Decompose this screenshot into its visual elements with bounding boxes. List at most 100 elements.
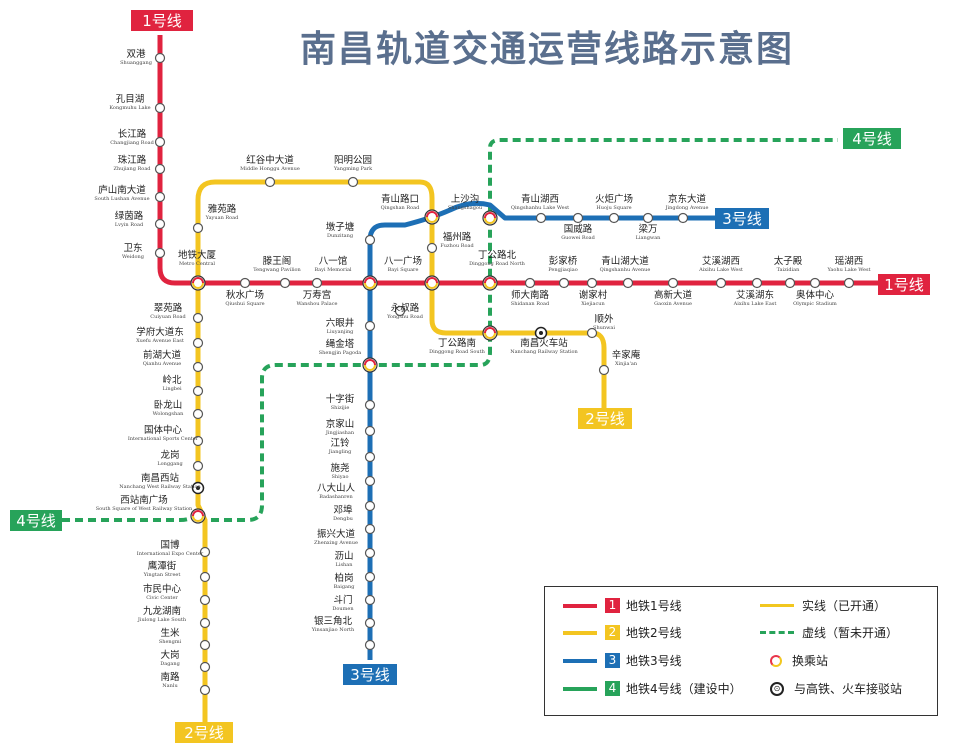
station-dot-icon — [558, 277, 570, 289]
station-dot-icon — [586, 327, 598, 339]
station-dot-icon — [264, 176, 276, 188]
railway-icon: ⊙ — [770, 681, 784, 696]
legend-line4-swatch — [563, 686, 597, 691]
legend-row-line3: 3 地铁3号线 — [563, 652, 682, 669]
line-label-text: 3号线 — [722, 210, 762, 228]
station-name-en: Wanshou Palace — [297, 301, 338, 307]
legend-line3-swatch — [563, 658, 597, 663]
transfer-arc-icon — [484, 277, 496, 284]
station-name-en: Liuyanjing — [327, 329, 355, 335]
legend-dashed-swatch — [760, 631, 794, 634]
station-name-en: Shiyao — [331, 474, 348, 480]
station-dot-icon — [279, 277, 291, 289]
transfer-arc-icon — [484, 332, 496, 339]
station-dot-icon — [364, 234, 376, 246]
station-name: 青山湖西 — [521, 193, 559, 205]
station-name-en: Xuefu Avenue East — [136, 338, 184, 344]
station-name: 银三角北 — [314, 615, 353, 627]
station-dot-icon — [572, 212, 584, 224]
station-name-en: Lishan — [336, 562, 354, 568]
transfer-arc-icon — [426, 211, 438, 218]
station-name: 西站南广场 — [120, 494, 168, 506]
line-label-text: 1号线 — [142, 12, 182, 30]
station-name-en: Cuiyuan Road — [150, 314, 186, 320]
station-name-en: Doumen — [332, 606, 354, 612]
station-name: 学府大道东 — [136, 326, 184, 338]
station-name-en: Yongshu Road — [386, 314, 424, 320]
station-name-en: Nanlu — [162, 683, 178, 689]
line-label-tag-2-right: 2号线 — [578, 408, 632, 429]
